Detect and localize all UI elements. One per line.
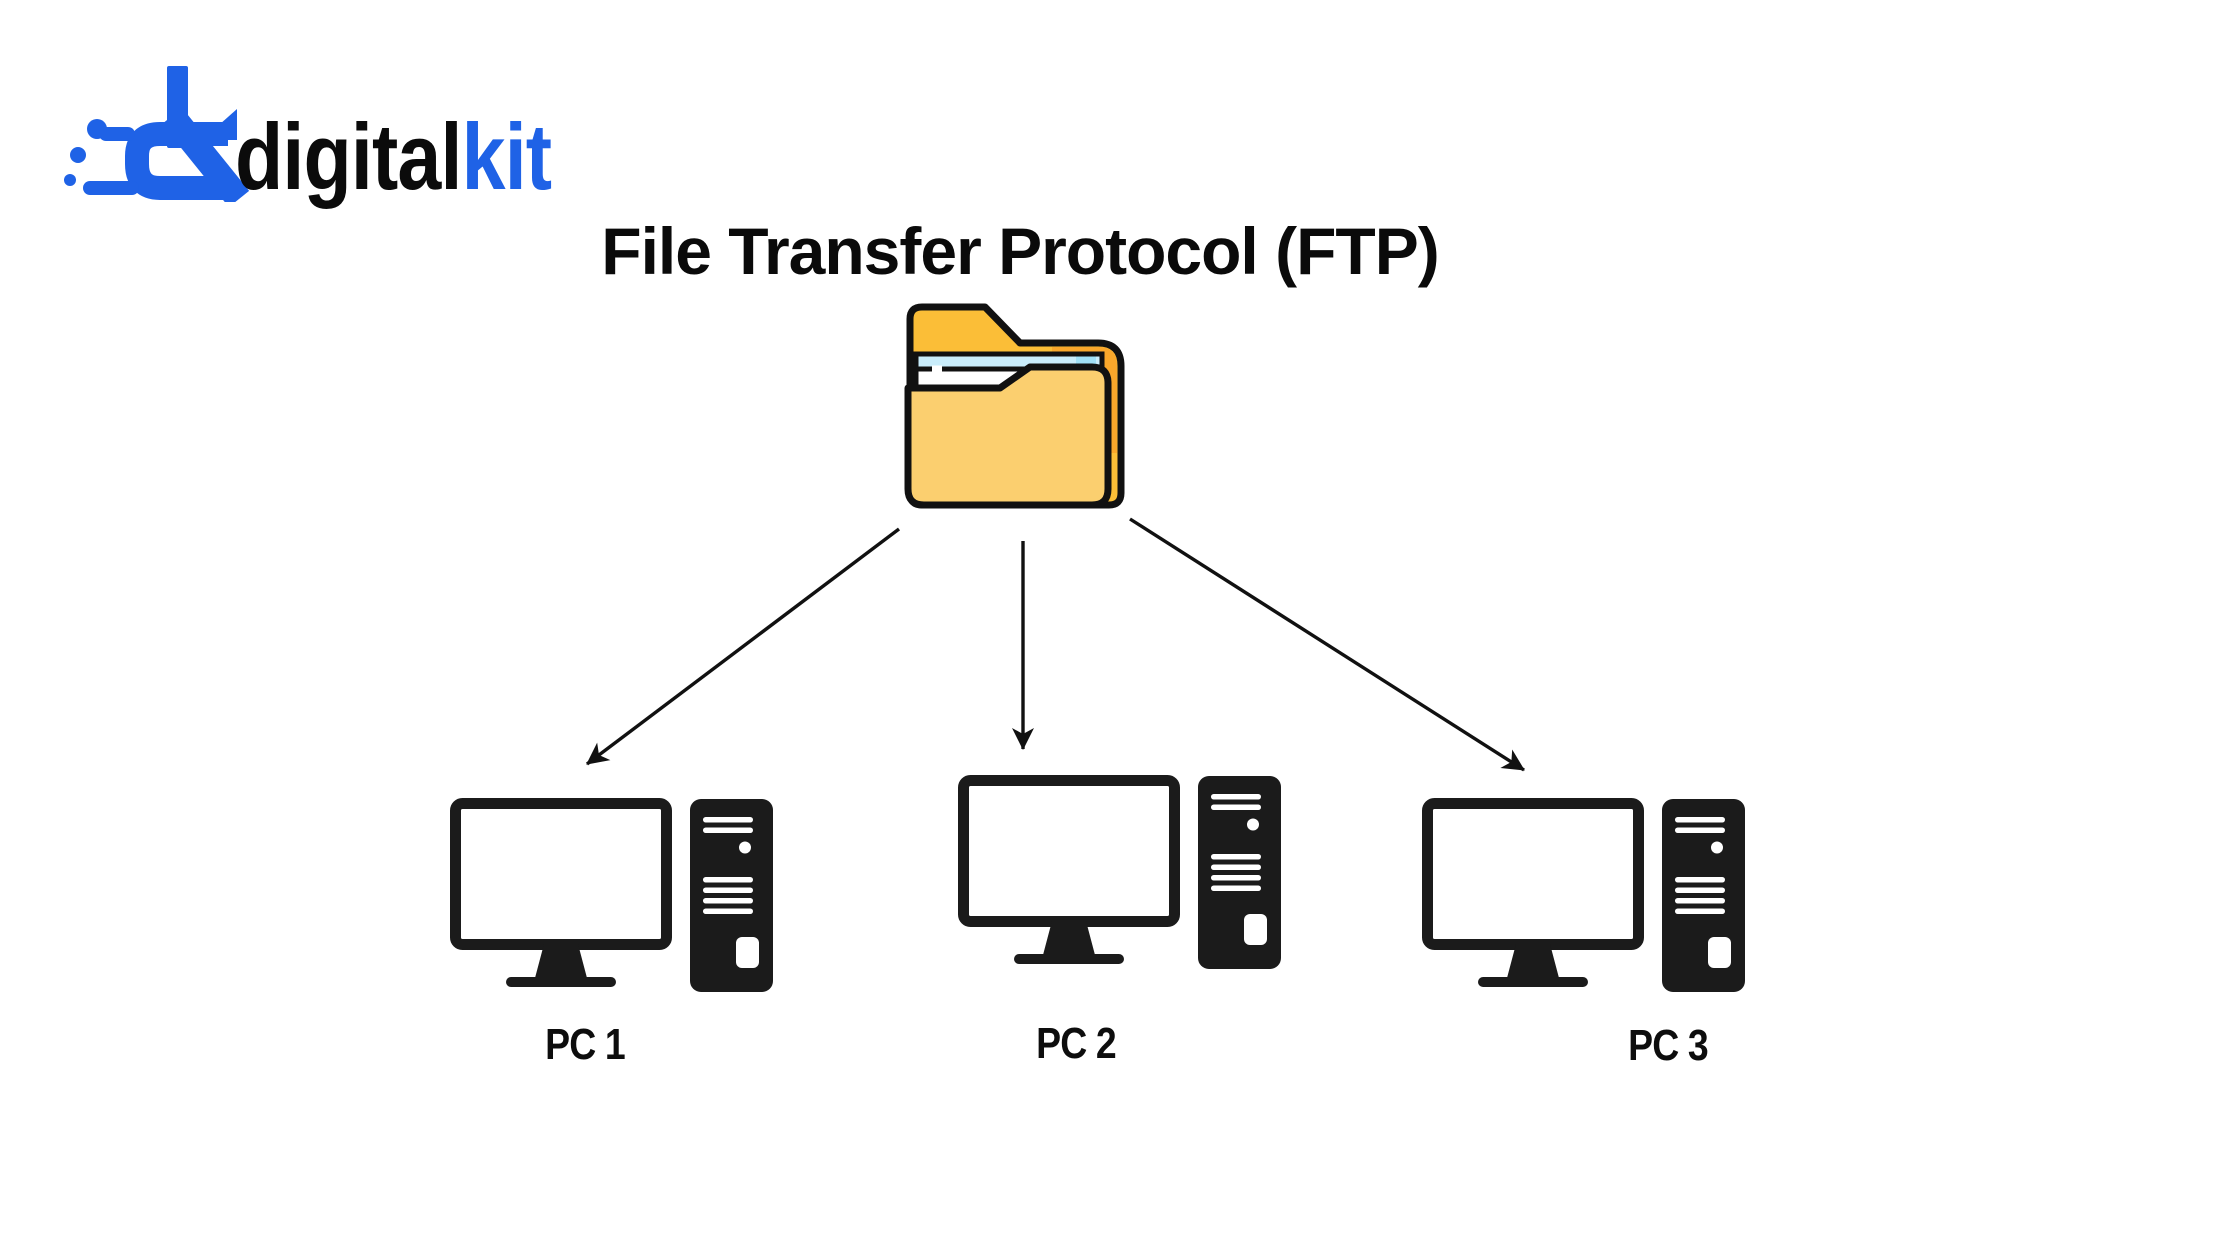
- arrow-folder-to-pc3: [1129, 517, 1525, 772]
- desktop-computer-icon: [1428, 799, 1746, 992]
- arrow-folder-to-pc1: [585, 527, 901, 766]
- paper-notch: [932, 365, 942, 373]
- dk-monogram-icon: [64, 66, 250, 202]
- speed-dot-medium: [70, 147, 86, 163]
- pc-node-3: [1422, 798, 1747, 994]
- diagram-title: File Transfer Protocol (FTP): [601, 214, 1439, 288]
- pc-label-3: PC 3: [1628, 1021, 1709, 1070]
- folder-front: [904, 363, 1112, 509]
- speed-dot-large: [87, 119, 107, 139]
- desktop-computer-icon: [456, 799, 774, 992]
- wordmark-kit: kit: [461, 104, 552, 209]
- brand-wordmark: digitalkit: [235, 110, 552, 204]
- dk-bowl: [125, 122, 234, 200]
- pc-node-1: [450, 798, 775, 994]
- pc-label-1: PC 1: [545, 1020, 626, 1069]
- folder-icon: [904, 303, 1125, 509]
- pc-node-2: [958, 775, 1283, 971]
- pc-label-2: PC 2: [1036, 1019, 1117, 1068]
- desktop-computer-icon: [964, 776, 1282, 969]
- speed-dot-small: [64, 174, 76, 186]
- wordmark-digital: digital: [235, 104, 462, 209]
- dk-leg: [161, 107, 250, 202]
- file-strip-shade: [1076, 356, 1096, 367]
